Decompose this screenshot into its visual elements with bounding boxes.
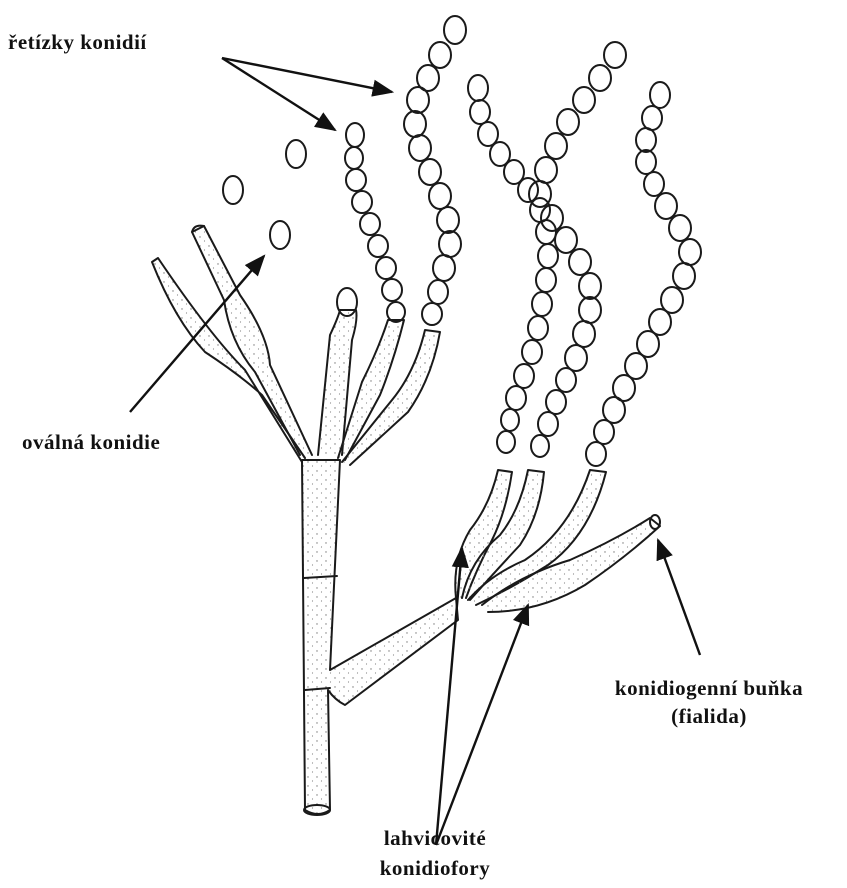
conidia-chain-3 [468, 75, 558, 453]
label-conidiogenous-cell-2: (fialida) [578, 704, 840, 729]
label-flask-conidiophores-1: lahvicovité [340, 826, 530, 851]
arrow-fialida [658, 540, 700, 655]
loose-conidium-2 [286, 140, 306, 168]
arrow-flask-b [436, 605, 528, 845]
loose-conidium-3 [270, 221, 290, 249]
conidia-chain-4 [529, 42, 626, 457]
label-oval-conidium: oválná konidie [22, 430, 160, 455]
label-conidia-chains: řetízky konidií [8, 30, 147, 55]
label-flask-conidiophores-2: konidiofory [340, 856, 530, 881]
conidia-chain-5 [586, 82, 701, 466]
label-conidiogenous-cell-1: konidiogenní buňka [578, 676, 840, 701]
main-stipe [302, 460, 458, 814]
loose-conidium-1 [223, 176, 243, 204]
conidia-chain-2 [404, 16, 466, 325]
arrow-flask-a [436, 548, 462, 845]
